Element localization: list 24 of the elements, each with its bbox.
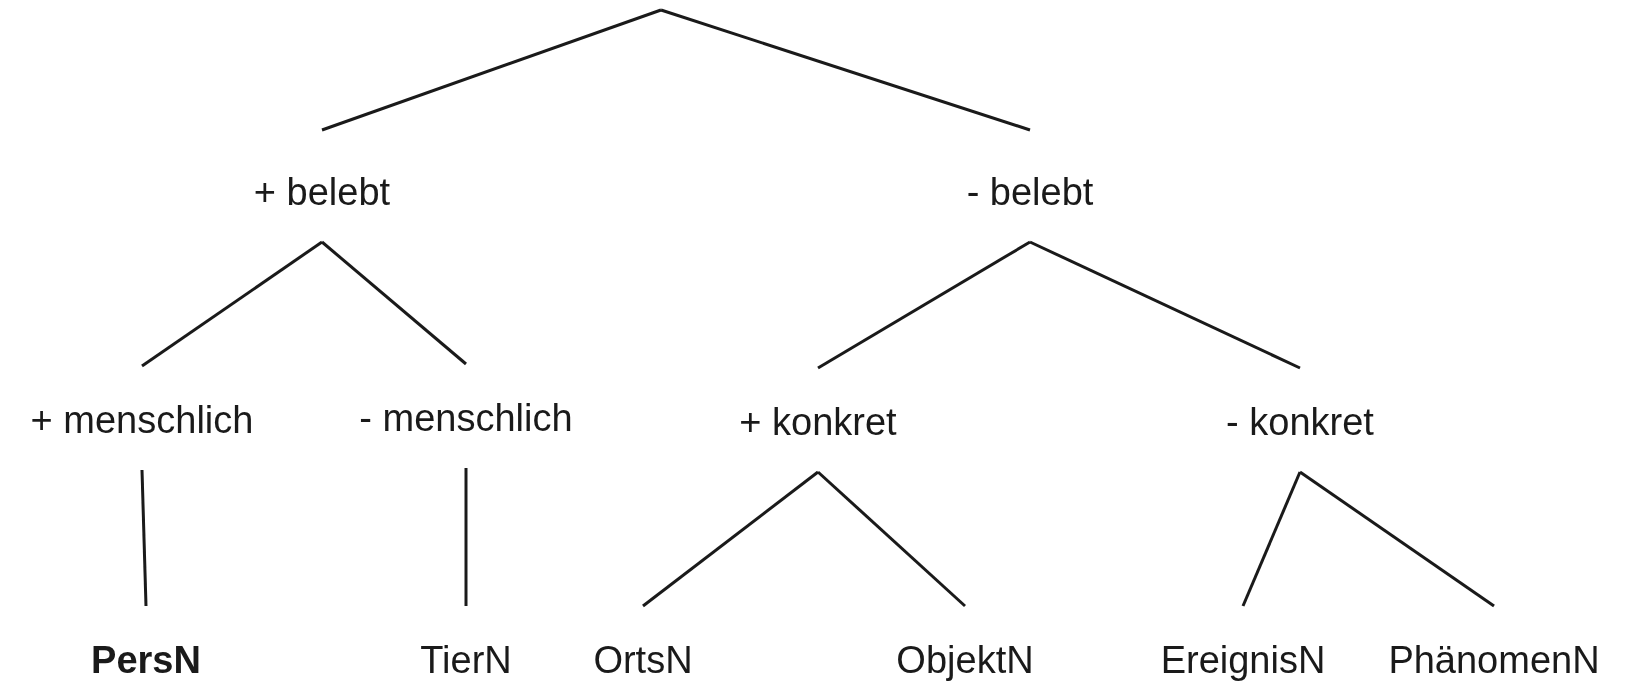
tree-branch-line [1241,471,1302,607]
feature-label: - menschlich [359,396,573,440]
tree-branch-line [141,240,323,368]
feature-label: - konkret [1226,400,1374,444]
feature-label: EreignisN [1160,638,1326,682]
tree-branch-line [321,240,467,366]
tree-branch-line [1029,240,1301,370]
tree-branch-line [1299,470,1495,608]
tree-branch-line [642,470,819,608]
feature-label: + menschlich [30,398,254,442]
feature-label: ObjektN [896,638,1034,682]
feature-label: OrtsN [593,638,693,682]
feature-label: PersN [91,638,201,682]
tree-branch-line [464,468,468,606]
feature-label: - belebt [966,170,1094,214]
tree-branch-line [817,240,1031,370]
tree-branch-line [321,8,662,132]
tree-branch-line [660,8,1031,132]
feature-label: + belebt [253,170,391,214]
feature-label: PhänomenN [1388,638,1600,682]
tree-branch-line [140,469,148,607]
tree-branch-line [817,470,966,608]
feature-label: + konkret [739,400,897,444]
feature-label: TierN [420,638,512,682]
